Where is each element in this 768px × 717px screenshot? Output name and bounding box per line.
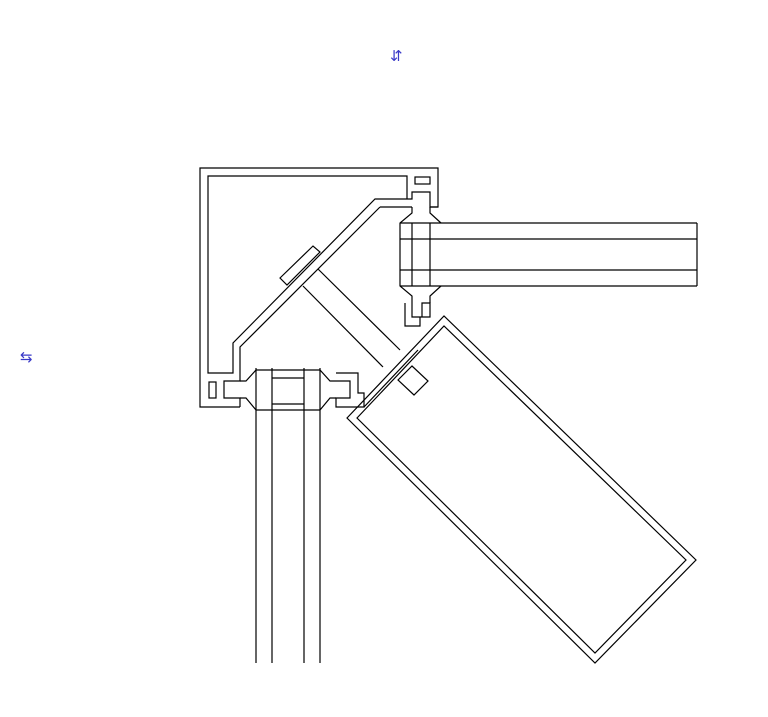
frame-slot [414, 176, 431, 185]
panel-spacer [397, 365, 429, 396]
top-right-glazing-gasket [399, 207, 442, 327]
diagonal-mullion [279, 245, 401, 368]
vertical-flip-arrows-icon[interactable]: ⇵ [390, 47, 403, 65]
horizontal-flip-arrows-icon[interactable]: ⇆ [20, 348, 33, 366]
bottom-glazing-gasket [240, 369, 365, 411]
horizontal-glass-panel [400, 222, 698, 287]
angled-glass-panel [346, 315, 697, 664]
frame-slot [208, 381, 217, 399]
vertical-glass-panel [255, 368, 321, 663]
